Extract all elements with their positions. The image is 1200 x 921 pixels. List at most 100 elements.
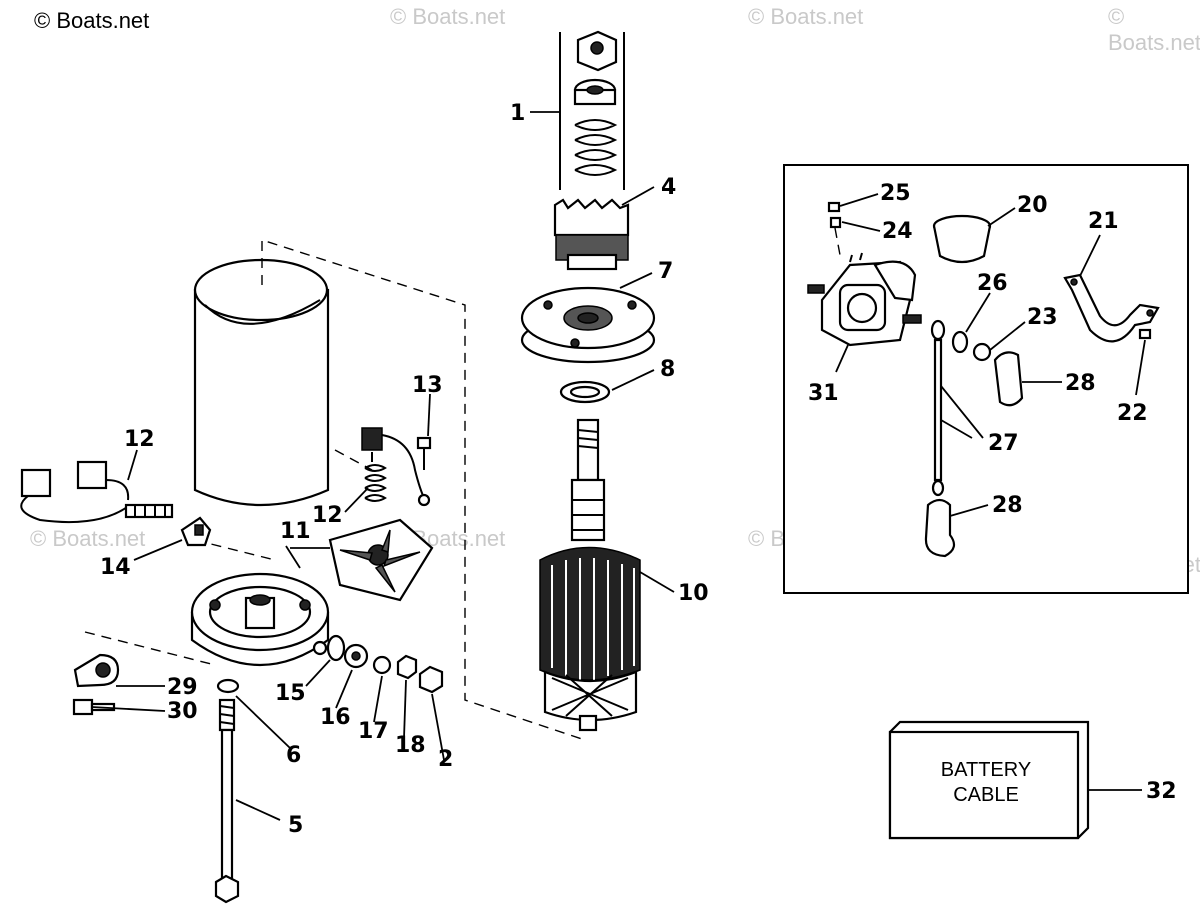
bracket-hole (1146, 309, 1154, 317)
callout-20: 20 (1017, 193, 1048, 218)
terminal-boot-icon (924, 498, 956, 558)
callout-8: 8 (660, 357, 675, 382)
solenoid-cover-wall (932, 225, 992, 264)
stud-threads (134, 505, 166, 517)
cable-eye-terminal (930, 319, 946, 341)
assembly-dashed-line (261, 239, 586, 741)
cable-label: CABLE (953, 784, 1019, 806)
clip-slot (194, 524, 204, 536)
brush-assembly (361, 427, 432, 507)
brush-icon (20, 468, 52, 498)
callout-2: 2 (438, 747, 453, 772)
callout-29: 29 (167, 675, 198, 700)
bolt-head-icon (214, 874, 240, 904)
armature (539, 418, 641, 732)
solenoid-coil (873, 260, 917, 302)
bolt-threads (219, 705, 235, 725)
end-cap (190, 572, 330, 666)
armature-windings (551, 558, 635, 680)
callout-1: 1 (510, 101, 525, 126)
callout-14: 14 (100, 555, 131, 580)
terminal-hole (312, 640, 328, 656)
armature-core (539, 546, 641, 681)
end-cap-hole (299, 599, 311, 611)
brush-spring-icon (364, 452, 387, 502)
stack-bracket-lines (559, 32, 625, 190)
watermark: © Boats.net (390, 4, 506, 29)
callout-26: 26 (977, 271, 1008, 296)
callout-23: 23 (1027, 305, 1058, 330)
assembly-dashed-line (834, 227, 841, 256)
armature-shaft-end (578, 714, 598, 732)
shaft-rings (572, 499, 604, 531)
copyright-notice: © Boats.net (34, 8, 150, 33)
assembly-dashed-line (84, 631, 216, 666)
shaft-splines (577, 429, 599, 449)
collar-hole (586, 85, 604, 95)
frame-cylinder (193, 288, 330, 507)
watermark: © Boats.net (30, 526, 146, 551)
gear-hub (566, 253, 618, 271)
screw-head-icon (1138, 328, 1152, 340)
callout-32: 32 (1146, 779, 1177, 804)
terminal-boot-icon (993, 351, 1024, 407)
washer-hole (351, 651, 361, 661)
battery-lead-cable-icon (933, 338, 943, 482)
motor-frame (84, 239, 586, 741)
frame-highlight (204, 299, 321, 325)
leader-lines (91, 111, 1146, 821)
battery-cable-box: BATTERY CABLE (888, 720, 1090, 840)
mount-hole-icon (627, 300, 637, 310)
battery-box-front (888, 730, 1080, 840)
mounting-bracket-icon (1063, 273, 1160, 343)
washer-hole (569, 385, 601, 399)
clamp-hole (95, 662, 111, 678)
hex-nut-icon (396, 654, 418, 680)
hex-nut-icon (418, 665, 444, 694)
brush-lead-wire (20, 495, 131, 524)
bracket-hole (1070, 278, 1078, 286)
nut-icon (972, 342, 992, 362)
nut-hole (590, 41, 604, 55)
end-plate (520, 286, 656, 364)
brush-plate-arms (339, 529, 421, 593)
brush-plate (328, 518, 434, 602)
frame-top (193, 258, 329, 322)
callout-12: 12 (124, 427, 155, 452)
washer-icon (216, 678, 240, 694)
callout-5: 5 (288, 813, 303, 838)
callout-10: 10 (678, 581, 709, 606)
callout-13: 13 (412, 373, 443, 398)
solenoid-studs (849, 252, 863, 263)
callout-25: 25 (880, 181, 911, 206)
brush-icon (361, 427, 383, 451)
solenoid-face-center (846, 292, 878, 324)
lock-washer-icon (951, 330, 969, 354)
brush-lead-wire (381, 434, 426, 501)
callout-7: 7 (658, 259, 673, 284)
callout-28: 28 (992, 493, 1023, 518)
gear-teeth-icon (553, 198, 630, 237)
assembly-dashed-line (194, 539, 276, 561)
through-bolt-icon (220, 728, 234, 882)
callout-18: 18 (395, 733, 426, 758)
battery-label: BATTERY (941, 759, 1031, 781)
pinion-stack (559, 30, 625, 190)
solenoid-parts (807, 201, 1160, 558)
callout-30: 30 (167, 699, 198, 724)
solenoid-terminal (807, 284, 825, 294)
brush-lead-wire (105, 479, 130, 501)
lock-washer-icon (372, 655, 392, 675)
end-plate-hole (577, 312, 599, 324)
callout-12: 12 (312, 503, 343, 528)
callout-28: 28 (1065, 371, 1096, 396)
mount-hole-icon (570, 338, 580, 348)
spring-icon (574, 119, 618, 176)
drive-gear (553, 198, 630, 271)
callout-31: 31 (808, 381, 839, 406)
insulator-washer-icon (326, 634, 346, 662)
callouts: 1 4 7 8 10 13 12 12 11 14 29 30 15 16 17… (100, 101, 1177, 838)
brush-icon (76, 460, 108, 490)
screw-head-icon (72, 698, 94, 716)
